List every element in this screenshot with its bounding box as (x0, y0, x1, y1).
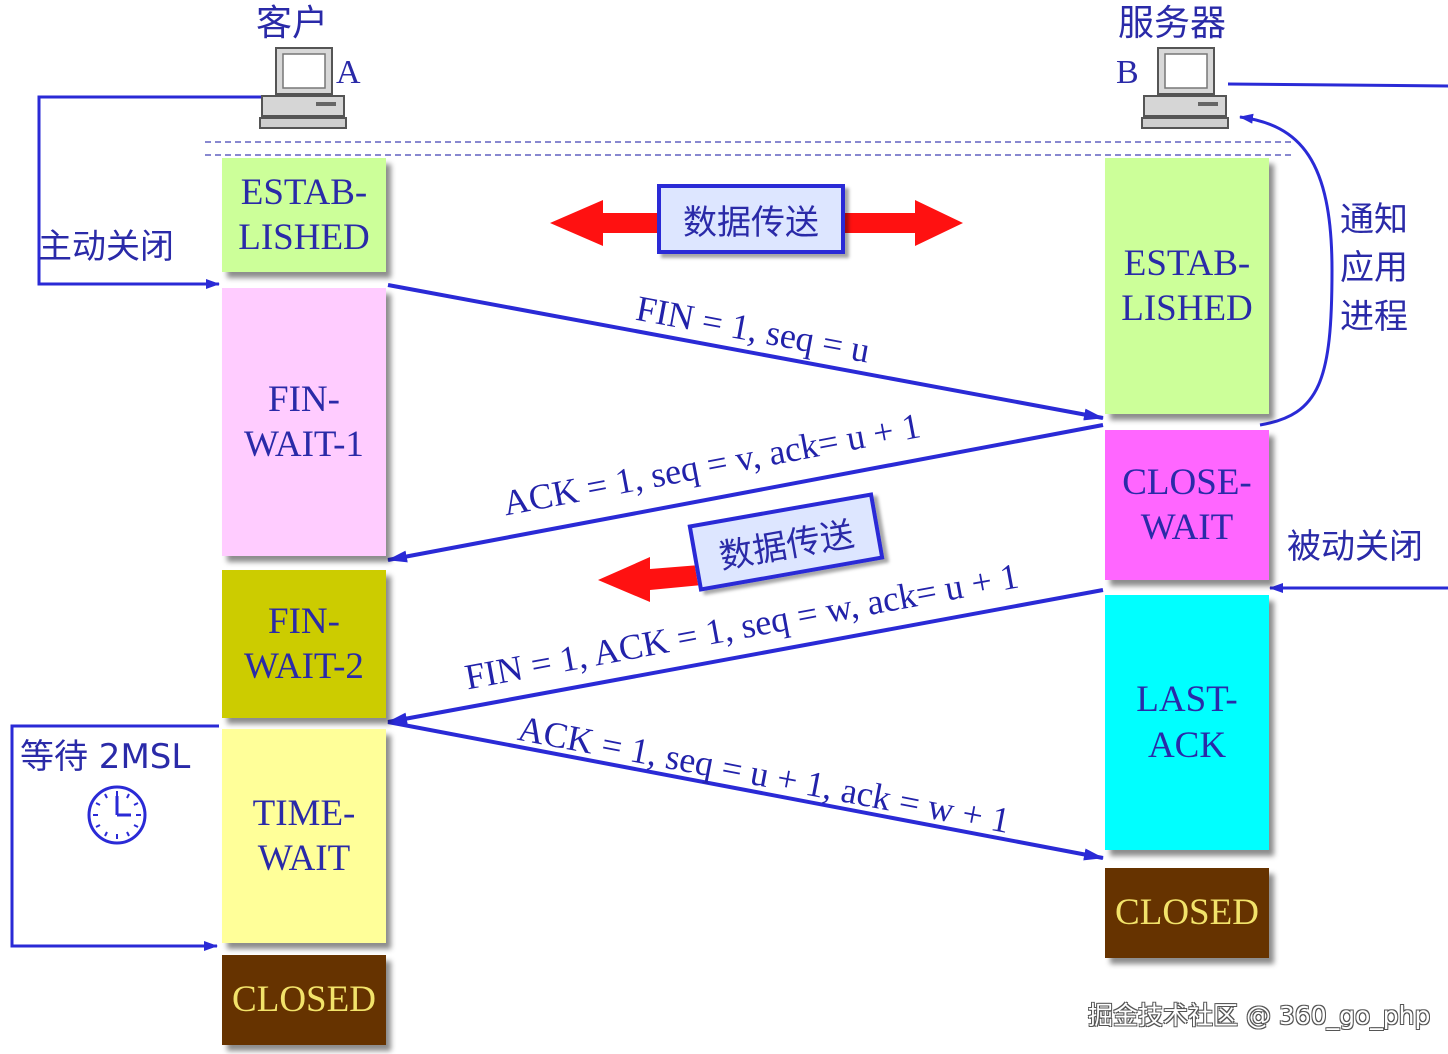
server-computer-icon (1141, 47, 1229, 129)
wait-2msl-label: 等待 2MSL (20, 737, 191, 777)
client-state-fin-wait-2: FIN- WAIT-2 (222, 570, 386, 718)
data-transfer-badge-1: 数据传送 (657, 184, 845, 254)
client-computer-icon (259, 47, 347, 129)
client-letter: A (336, 54, 361, 91)
server-label: 服务器 (1118, 3, 1227, 44)
server-state-closed: CLOSED (1105, 868, 1269, 958)
watermark: 掘金技术社区 @ 360_go_php (1088, 1001, 1431, 1030)
client-state-closed: CLOSED (222, 955, 386, 1045)
server-state-close-wait: CLOSE- WAIT (1105, 430, 1269, 580)
notify-app-label: 通知 应用 进程 (1340, 200, 1408, 337)
active-close-label: 主动关闭 (38, 227, 174, 267)
notify-app-arrow (1239, 113, 1334, 427)
active-close-connector (37, 95, 262, 289)
server-state-last-ack: LAST- ACK (1105, 595, 1269, 850)
ack2-arrow (387, 720, 1104, 861)
client-state-time-wait: TIME- WAIT (222, 729, 386, 943)
server-state-established: ESTAB- LISHED (1105, 158, 1269, 414)
fin-ack-arrow (387, 588, 1104, 725)
client-state-fin-wait-1: FIN- WAIT-1 (222, 288, 386, 556)
client-label: 客户 (256, 3, 329, 44)
server-connection-line (1227, 82, 1448, 88)
wait-2msl-connector (10, 724, 219, 951)
data-transfer-left-arrow (598, 557, 702, 602)
passive-close-label: 被动关闭 (1287, 527, 1423, 567)
fin-arrow (387, 283, 1104, 421)
client-state-established: ESTAB- LISHED (222, 158, 386, 272)
server-letter: B (1116, 54, 1139, 91)
clock-icon (87, 785, 147, 845)
ack1-arrow (387, 423, 1104, 563)
